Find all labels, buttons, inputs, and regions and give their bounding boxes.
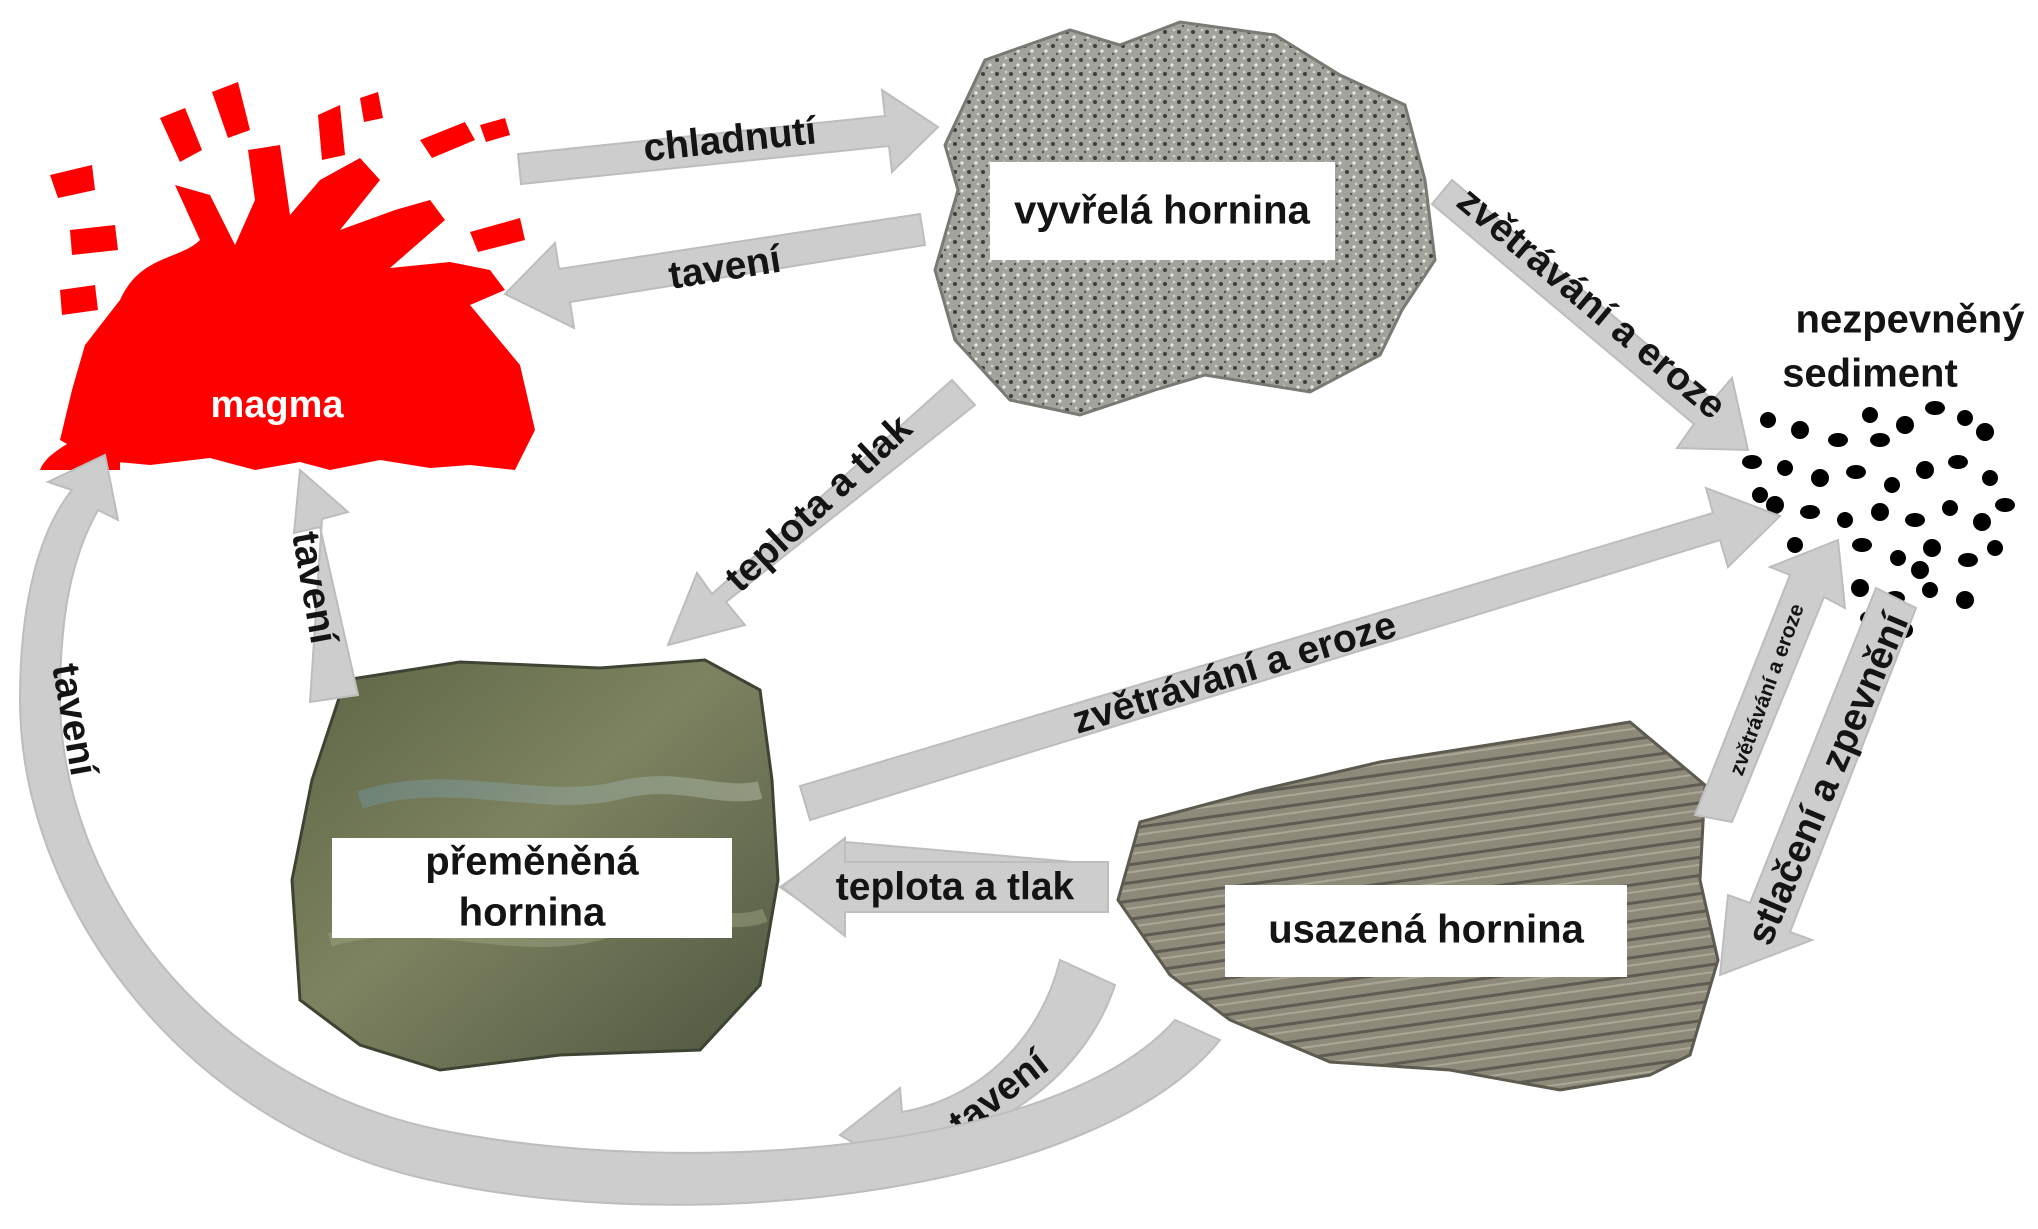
- sediment-dot: [1777, 460, 1793, 476]
- sediment-dot: [1896, 416, 1914, 434]
- sediment-dot: [1905, 513, 1925, 527]
- sediment-dot: [1976, 423, 1994, 441]
- sediment-dot: [1987, 540, 2003, 556]
- sediment-dot: [1942, 500, 1958, 516]
- sediment-dot: [1870, 433, 1890, 447]
- sediment-dot: [1787, 537, 1803, 553]
- sedimentary-rock-node: usazená hornina: [1225, 885, 1627, 977]
- sediment-node: nezpevněný sediment: [1782, 298, 2025, 396]
- sediment-dot: [1800, 505, 1820, 519]
- sediment-dot: [1742, 455, 1762, 469]
- sediment-dot: [1890, 550, 1906, 566]
- sediment-dot: [1871, 503, 1889, 521]
- metamorphic-rock-label-line2: hornina: [459, 891, 606, 935]
- sediment-dot: [1982, 470, 1998, 486]
- igneous-rock-label: vyvřelá hornina: [1014, 189, 1310, 233]
- sediment-dot: [1957, 410, 1973, 426]
- label-teplota-igneous: teplota a tlak: [717, 406, 921, 600]
- arrow-igneous-to-sediment: zvětrávání a eroze: [1432, 179, 1748, 450]
- igneous-rock-node: vyvřelá hornina: [990, 162, 1335, 260]
- metamorphic-rock-label-line1: přeměněná: [425, 840, 639, 884]
- sediment-dot: [1851, 579, 1869, 597]
- arrow-metamorphic-to-magma: tavení: [283, 470, 358, 702]
- arrow-sedimentary-to-metamorphic: teplota a tlak: [780, 838, 1108, 936]
- sediment-dot: [1925, 401, 1945, 415]
- label-zvetravani-igneous: zvětrávání a eroze: [1449, 179, 1734, 428]
- sediment-dot: [1752, 487, 1768, 503]
- magma-node: magma: [210, 384, 344, 426]
- arrow-sediment-to-sedimentary: stlačení a zpevnění: [1720, 588, 1918, 975]
- sediment-dot: [1916, 461, 1934, 479]
- sediment-dot: [1995, 498, 2015, 512]
- arrow-igneous-to-metamorphic: teplota a tlak: [668, 380, 975, 645]
- label-taveni-metamorphic: tavení: [283, 528, 345, 648]
- label-zvetravani-sedimentary: zvětrávání a eroze: [1725, 601, 1808, 779]
- sediment-dot: [1811, 469, 1829, 487]
- metamorphic-rock-node: přeměněná hornina: [332, 838, 732, 938]
- sediment-dot: [1923, 539, 1941, 557]
- sediment-dot: [1948, 455, 1968, 469]
- label-taveni-top: tavení: [666, 238, 785, 298]
- sediment-dot: [1956, 591, 1974, 609]
- label-zvetravani-metamorphic: zvětrávání a eroze: [1067, 603, 1401, 742]
- sediment-dot: [1760, 412, 1776, 428]
- sediment-dot: [1884, 477, 1900, 493]
- sediment-dot: [1791, 421, 1809, 439]
- label-teplota-sedimentary: teplota a tlak: [836, 865, 1075, 908]
- sediment-dot: [1828, 433, 1848, 447]
- label-chladnuti: chladnutí: [641, 109, 819, 170]
- magma-label: magma: [210, 384, 344, 426]
- sedimentary-rock-label: usazená hornina: [1268, 908, 1584, 952]
- sediment-label-line1: nezpevněný: [1796, 298, 2026, 342]
- sediment-label-line2: sediment: [1782, 352, 1958, 396]
- arrow-igneous-to-magma: tavení: [505, 214, 925, 328]
- sediment-dot: [1846, 465, 1866, 479]
- arrow-magma-to-igneous: chladnutí: [518, 90, 938, 184]
- sediment-dot: [1862, 407, 1878, 423]
- sediment-dot: [1973, 513, 1991, 531]
- sediment-dot: [1837, 512, 1853, 528]
- sediment-dot: [1958, 553, 1978, 567]
- sediment-dot: [1911, 561, 1929, 579]
- sediment-dot: [1852, 538, 1872, 552]
- sediment-dot: [1922, 582, 1938, 598]
